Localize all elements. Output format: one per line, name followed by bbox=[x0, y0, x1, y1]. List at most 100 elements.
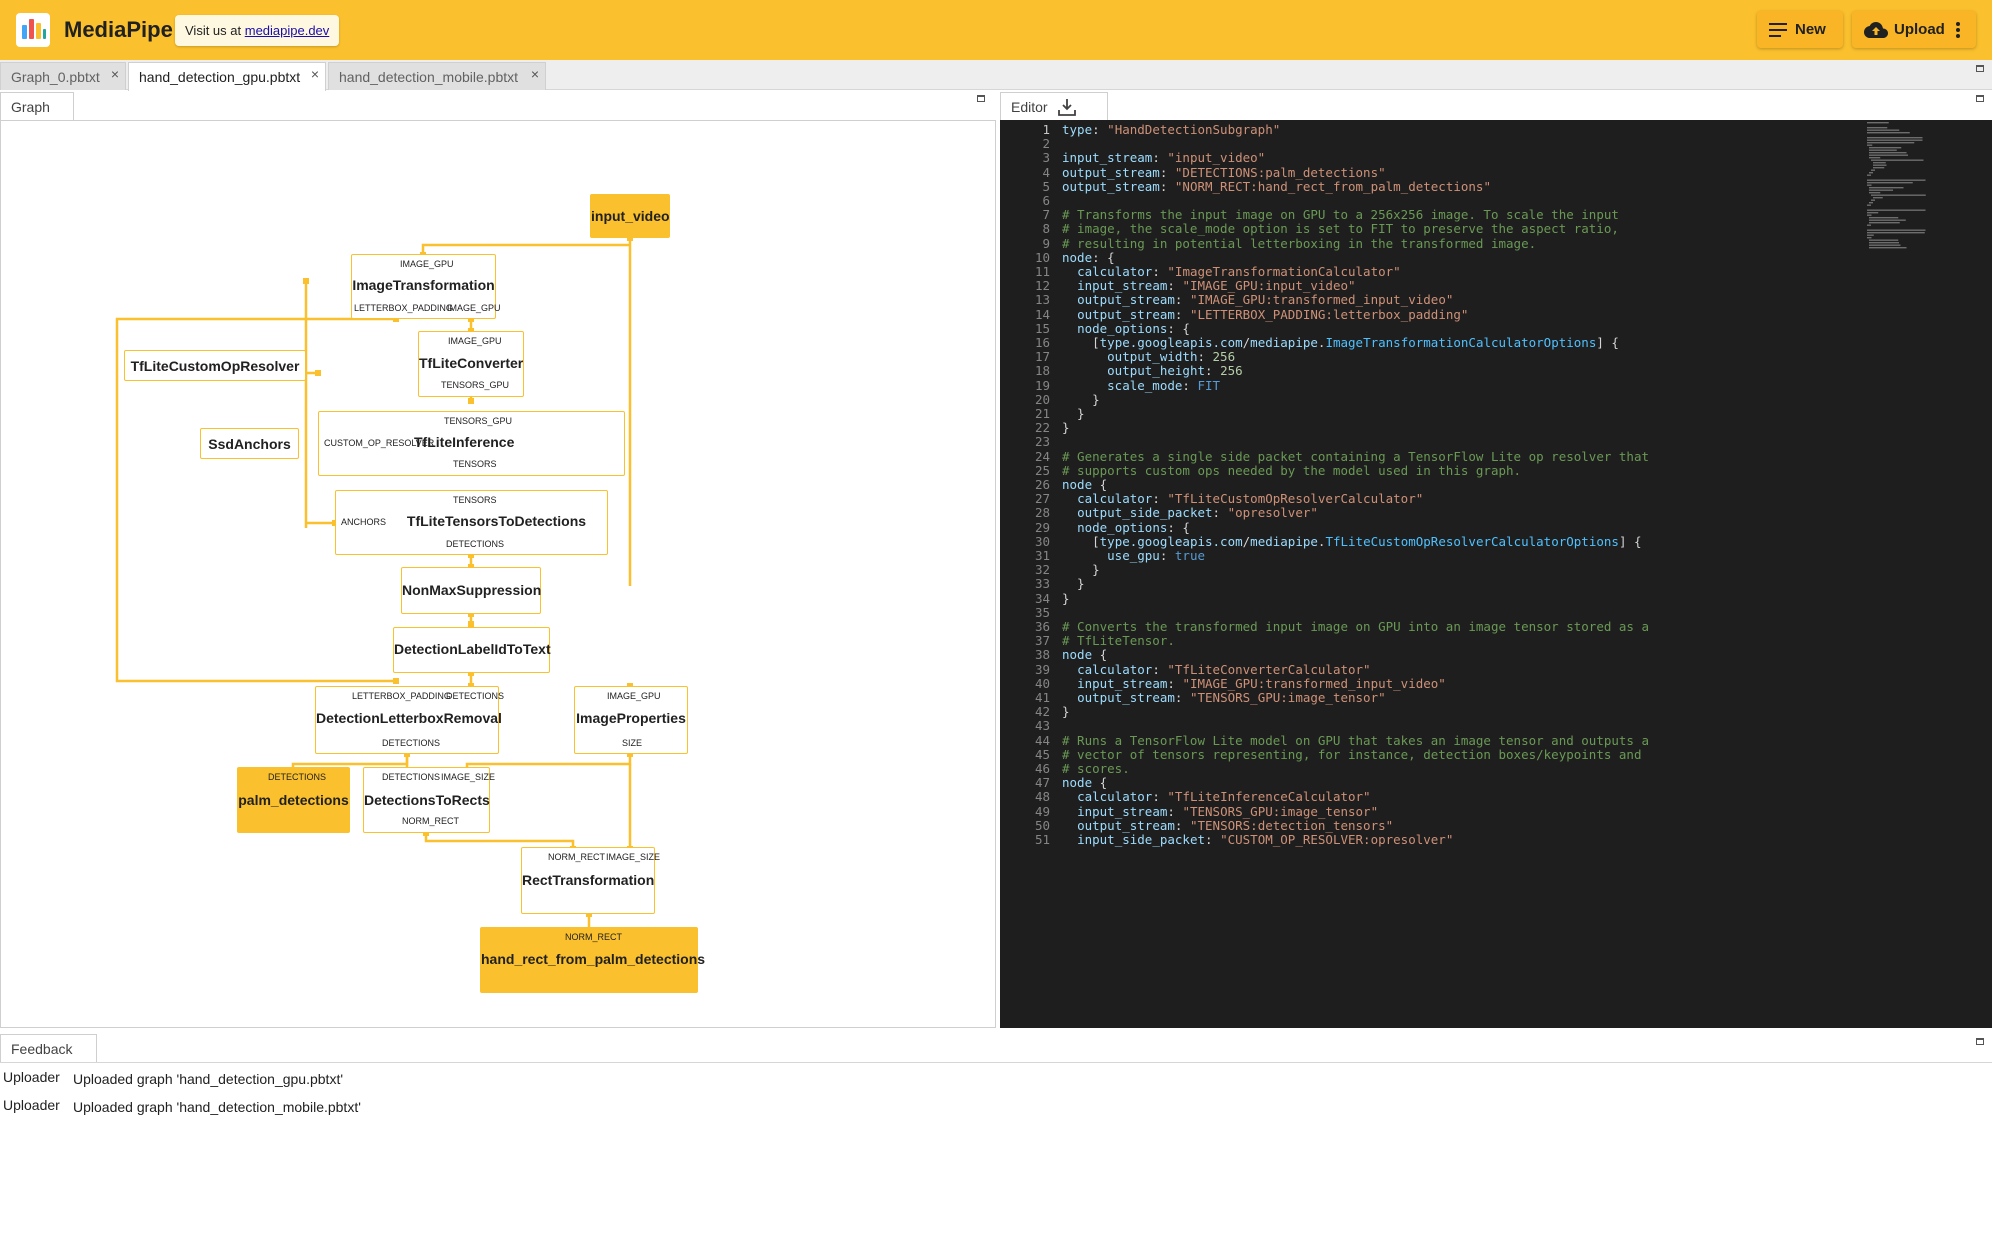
minimap-line bbox=[1869, 157, 1881, 159]
node-detection-letterbox-removal[interactable]: LETTERBOX_PADDING DETECTIONS DetectionLe… bbox=[315, 686, 504, 754]
code-line[interactable]: output_width: 256 bbox=[1107, 349, 1236, 365]
code-line[interactable]: input_stream: "IMAGE_GPU:input_video" bbox=[1077, 278, 1356, 294]
feedback-message: Uploaded graph 'hand_detection_mobile.pb… bbox=[73, 1099, 361, 1115]
code-line[interactable]: node { bbox=[1062, 775, 1108, 791]
node-input-video[interactable]: input_video bbox=[590, 194, 670, 238]
line-number: 3 bbox=[1042, 150, 1050, 166]
line-number: 9 bbox=[1042, 235, 1050, 251]
code-line[interactable]: input_side_packet: "CUSTOM_OP_RESOLVER:o… bbox=[1077, 832, 1454, 847]
code-line[interactable]: scale_mode: FIT bbox=[1107, 377, 1221, 393]
code-line[interactable]: calculator: "TfLiteCustomOpResolverCalcu… bbox=[1077, 491, 1424, 507]
visit-banner: Visit us at mediapipe.dev bbox=[175, 15, 340, 46]
code-line[interactable]: } bbox=[1062, 704, 1070, 720]
line-number: 16 bbox=[1034, 335, 1050, 350]
minimap-line bbox=[1873, 164, 1887, 166]
code-line[interactable]: calculator: "TfLiteInferenceCalculator" bbox=[1077, 789, 1371, 805]
code-line[interactable]: output_stream: "NORM_RECT:hand_rect_from… bbox=[1062, 178, 1491, 194]
code-line[interactable]: output_stream: "IMAGE_GPU:transformed_in… bbox=[1077, 292, 1454, 308]
code-line[interactable]: calculator: "TfLiteConverterCalculator" bbox=[1077, 661, 1371, 677]
minimap-line bbox=[1867, 204, 1871, 206]
code-line[interactable]: output_stream: "LETTERBOX_PADDING:letter… bbox=[1077, 306, 1469, 322]
tab-feedback[interactable]: Feedback bbox=[0, 1034, 97, 1062]
code-line[interactable]: # Converts the transformed input image o… bbox=[1062, 619, 1649, 634]
node-tflite-tensors-to-detections[interactable]: TENSORS ANCHORS TfLiteTensorsToDetection… bbox=[335, 490, 608, 555]
code-line[interactable]: } bbox=[1062, 562, 1100, 578]
code-line[interactable]: output_stream: "TENSORS_GPU:image_tensor… bbox=[1077, 690, 1386, 705]
code-line[interactable]: # scores. bbox=[1062, 761, 1130, 776]
node-hand-rect-from-palm-detections[interactable]: NORM_RECT hand_rect_from_palm_detections bbox=[480, 927, 705, 993]
node-detections-to-rects[interactable]: DETECTIONS IMAGE_SIZE DetectionsToRects … bbox=[363, 767, 495, 833]
tab-hand-detection-mobile[interactable]: hand_detection_mobile.pbtxt× bbox=[328, 62, 546, 90]
code-line[interactable]: node_options: { bbox=[1077, 519, 1190, 535]
maximize-icon[interactable] bbox=[1976, 95, 1984, 102]
code-line[interactable]: output_stream: "TENSORS:detection_tensor… bbox=[1077, 817, 1394, 833]
line-number: 31 bbox=[1034, 548, 1050, 563]
code-line[interactable]: # supports custom ops needed by the mode… bbox=[1062, 462, 1522, 478]
node-non-max-suppression[interactable]: NonMaxSuppression bbox=[401, 567, 541, 614]
maximize-icon[interactable] bbox=[1976, 1038, 1984, 1045]
code-line[interactable]: output_side_packet: "opresolver" bbox=[1077, 505, 1318, 521]
code-line[interactable]: node { bbox=[1062, 647, 1108, 663]
code-line[interactable]: } bbox=[1062, 391, 1100, 407]
code-line[interactable]: node: { bbox=[1062, 249, 1115, 265]
app-title: MediaPipe bbox=[64, 17, 173, 42]
tab-graph-0[interactable]: Graph_0.pbtxt× bbox=[0, 62, 126, 90]
code-line[interactable]: } bbox=[1062, 590, 1070, 606]
download-icon[interactable] bbox=[1057, 98, 1076, 116]
code-line[interactable]: output_height: 256 bbox=[1107, 363, 1243, 379]
tab-graph-view[interactable]: Graph bbox=[0, 92, 74, 120]
line-number: 39 bbox=[1034, 661, 1050, 677]
line-number: 38 bbox=[1034, 647, 1050, 663]
line-number: 11 bbox=[1034, 264, 1050, 279]
code-line[interactable]: node_options: { bbox=[1077, 320, 1190, 336]
code-line[interactable]: # Runs a TensorFlow Lite model on GPU th… bbox=[1062, 732, 1649, 748]
line-number: 40 bbox=[1034, 675, 1050, 691]
node-detection-label-id-to-text[interactable]: DetectionLabelIdToText bbox=[393, 627, 551, 673]
code-line[interactable]: node { bbox=[1062, 477, 1108, 492]
code-line[interactable]: calculator: "ImageTransformationCalculat… bbox=[1077, 264, 1401, 279]
code-line[interactable]: input_stream: "TENSORS_GPU:image_tensor" bbox=[1077, 803, 1379, 819]
maximize-icon[interactable] bbox=[1976, 65, 1984, 72]
code-line[interactable]: # Transforms the input image on GPU to a… bbox=[1062, 207, 1619, 223]
node-palm-detections[interactable]: DETECTIONS palm_detections bbox=[237, 767, 350, 833]
node-tflite-converter[interactable]: IMAGE_GPU TfLiteConverter TENSORS_GPU bbox=[418, 331, 524, 397]
code-line[interactable]: input_stream: "IMAGE_GPU:transformed_inp… bbox=[1077, 675, 1446, 691]
code-line[interactable]: use_gpu: true bbox=[1107, 548, 1206, 563]
node-tflite-inference[interactable]: TENSORS_GPU CUSTOM_OP_RESOLVER TfLiteInf… bbox=[318, 411, 625, 476]
code-line[interactable]: [type.googleapis.com/mediapipe.TfLiteCus… bbox=[1062, 533, 1642, 549]
upload-button[interactable]: Upload bbox=[1852, 11, 1976, 48]
mediapipe-logo-icon bbox=[16, 13, 50, 47]
code-line[interactable]: output_stream: "DETECTIONS:palm_detectio… bbox=[1062, 164, 1386, 180]
code-line[interactable]: # TfLiteTensor. bbox=[1062, 633, 1175, 649]
code-line[interactable]: type: "HandDetectionSubgraph" bbox=[1062, 122, 1281, 137]
code-line[interactable]: } bbox=[1062, 406, 1085, 421]
code-line[interactable]: # Generates a single side packet contain… bbox=[1062, 448, 1649, 464]
code-line[interactable]: # vector of tensors representing, for in… bbox=[1062, 746, 1642, 762]
code-line[interactable]: } bbox=[1062, 420, 1070, 436]
editor-minimap[interactable] bbox=[1865, 120, 1945, 520]
code-line[interactable]: } bbox=[1062, 576, 1085, 592]
close-icon[interactable]: × bbox=[110, 66, 119, 82]
close-icon[interactable]: × bbox=[530, 66, 539, 82]
line-number: 17 bbox=[1034, 349, 1050, 365]
tab-editor[interactable]: Editor bbox=[1000, 92, 1108, 120]
code-line[interactable]: input_stream: "input_video" bbox=[1062, 150, 1266, 166]
node-ssd-anchors[interactable]: SsdAnchors bbox=[200, 428, 299, 459]
more-vert-icon[interactable] bbox=[1955, 21, 1961, 38]
node-rect-transformation[interactable]: NORM_RECT IMAGE_SIZE RectTransformation bbox=[521, 847, 660, 914]
new-label: New bbox=[1795, 21, 1826, 38]
graph-canvas[interactable]: input_video IMAGE_GPU ImageTransformatio… bbox=[0, 120, 996, 1028]
node-tflite-custom-op-resolver[interactable]: TfLiteCustomOpResolver bbox=[124, 350, 306, 381]
close-icon[interactable]: × bbox=[310, 66, 319, 82]
mediapipe-link[interactable]: mediapipe.dev bbox=[244, 23, 330, 38]
node-image-transformation[interactable]: IMAGE_GPU ImageTransformation LETTERBOX_… bbox=[351, 254, 501, 319]
node-image-properties[interactable]: IMAGE_GPU ImageProperties SIZE bbox=[574, 686, 688, 754]
tab-hand-detection-gpu[interactable]: hand_detection_gpu.pbtxt× bbox=[128, 62, 326, 91]
new-button[interactable]: New bbox=[1757, 11, 1843, 48]
maximize-icon[interactable] bbox=[977, 95, 985, 102]
code-line[interactable]: [type.googleapis.com/mediapipe.ImageTran… bbox=[1062, 335, 1619, 350]
minimap-line bbox=[1873, 162, 1886, 164]
code-line[interactable]: # image, the scale_mode option is set to… bbox=[1062, 221, 1619, 237]
code-line[interactable]: # resulting in potential letterboxing in… bbox=[1062, 235, 1537, 251]
